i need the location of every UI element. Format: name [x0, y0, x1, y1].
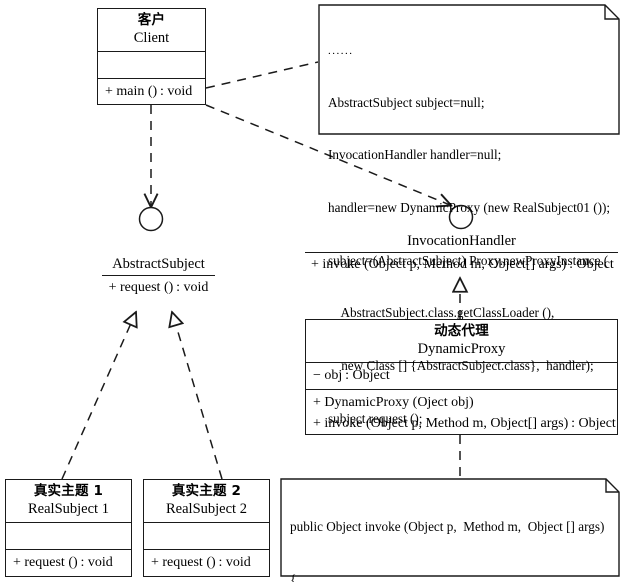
class-client-name-cn: 客户 [137, 12, 166, 28]
class-dynamic-proxy-operation-1: + invoke (Object p, Method m, Object[] a… [313, 415, 616, 431]
class-real-subject-2-operation-0: + request () : void [151, 555, 251, 571]
interface-invocation-handler-operations: + invoke (Object p, Method m, Object[] a… [305, 253, 618, 275]
class-client-attributes [98, 52, 205, 80]
class-dynamic-proxy[interactable]: 动态代理 DynamicProxy − obj : Object + Dynam… [305, 319, 618, 435]
interface-abstract-subject[interactable]: AbstractSubject + request () : void [102, 255, 215, 298]
class-dynamic-proxy-header: 动态代理 DynamicProxy [306, 320, 617, 364]
class-client-header: 客户 Client [98, 9, 205, 53]
class-dynamic-proxy-attribute-0: − obj : Object [313, 368, 390, 384]
class-client-name-en: Client [133, 29, 170, 46]
edge-real-subject-1-to-abstract-subject [61, 312, 136, 480]
class-dynamic-proxy-operations: + DynamicProxy (Oject obj) + invoke (Obj… [306, 390, 617, 437]
note-client-code-line-6: subject.request (); [328, 410, 423, 426]
class-real-subject-2-attributes [144, 523, 269, 551]
note-client-code-line-0: AbstractSubject subject=null; [328, 94, 485, 110]
class-real-subject-2-name-cn: 真实主题 2 [171, 483, 242, 499]
edge-real-subject-2-to-abstract-subject [172, 312, 223, 480]
note-client-code-leader: ...... [328, 45, 354, 58]
class-real-subject-2-name-en: RealSubject 2 [166, 500, 247, 517]
interface-abstract-subject-operations: + request () : void [102, 276, 215, 298]
interface-invocation-handler-operation-0: + invoke (Object p, Method m, Object[] a… [311, 257, 614, 273]
class-dynamic-proxy-operation-0: + DynamicProxy (Oject obj) [313, 395, 474, 411]
note-client-code-line-4: AbstractSubject.class.getClassLoader (), [328, 305, 555, 321]
interface-abstract-subject-name: AbstractSubject [102, 255, 215, 277]
class-real-subject-1-header: 真实主题 1 RealSubject 1 [6, 480, 131, 524]
note-client-code-body: ...... AbstractSubject subject=null; Inv… [318, 4, 620, 468]
class-client-operations: + main () : void [98, 79, 205, 105]
class-real-subject-1-name-cn: 真实主题 1 [33, 483, 104, 499]
abstract-subject-interface-ball [138, 206, 164, 232]
class-real-subject-1-attributes [6, 523, 131, 551]
note-client-code-line-3: subject=(AbstractSubject) Proxy.newProxy… [328, 252, 609, 268]
class-client-operation-0: + main () : void [105, 84, 193, 100]
edge-client-to-client-code-note [205, 61, 319, 89]
note-client-code: ...... AbstractSubject subject=null; Inv… [318, 4, 620, 426]
note-client-code-line-5: new Class [] {AbstractSubject.class}, ha… [328, 358, 594, 374]
note-client-code-line-1: InvocationHandler handler=null; [328, 147, 502, 163]
class-dynamic-proxy-attributes: − obj : Object [306, 363, 617, 391]
note-invoke-code: public Object invoke (Object p, Method m… [280, 478, 620, 582]
class-real-subject-2-operations: + request () : void [144, 550, 269, 576]
class-dynamic-proxy-name-cn: 动态代理 [434, 323, 489, 339]
class-real-subject-1-name-en: RealSubject 1 [28, 500, 109, 517]
note-invoke-code-line-1: { [290, 571, 297, 582]
class-dynamic-proxy-name-en: DynamicProxy [417, 340, 506, 357]
class-real-subject-2-header: 真实主题 2 RealSubject 2 [144, 480, 269, 524]
note-invoke-code-line-0: public Object invoke (Object p, Method m… [290, 519, 605, 535]
class-real-subject-1-operations: + request () : void [6, 550, 131, 576]
note-client-code-line-2: handler=new DynamicProxy (new RealSubjec… [328, 200, 611, 216]
class-real-subject-1-operation-0: + request () : void [13, 555, 113, 571]
interface-abstract-subject-operation-0: + request () : void [108, 280, 209, 296]
note-invoke-code-shape [280, 478, 620, 577]
interface-invocation-handler-name: InvocationHandler [305, 232, 618, 254]
class-client[interactable]: 客户 Client + main () : void [97, 8, 206, 105]
interface-invocation-handler[interactable]: InvocationHandler + invoke (Object p, Me… [305, 232, 618, 275]
class-real-subject-1[interactable]: 真实主题 1 RealSubject 1 + request () : void [5, 479, 132, 577]
class-real-subject-2[interactable]: 真实主题 2 RealSubject 2 + request () : void [143, 479, 270, 577]
note-invoke-code-body: public Object invoke (Object p, Method m… [280, 478, 620, 582]
